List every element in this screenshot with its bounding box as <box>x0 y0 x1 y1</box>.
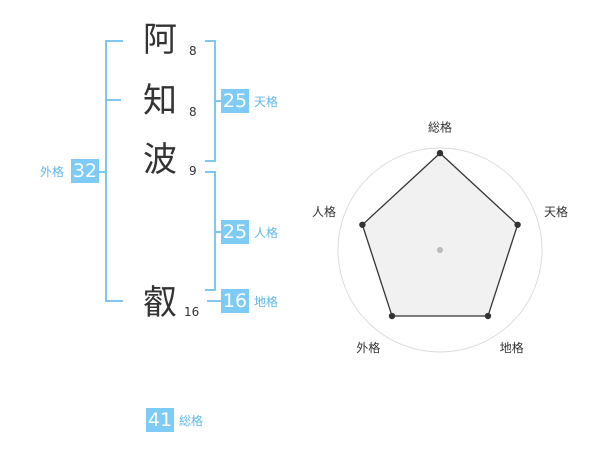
soukaku-label: 総格 <box>179 414 204 428</box>
jinkaku-connector <box>214 231 221 233</box>
name-char-2: 知 <box>143 81 177 121</box>
radar-data-polygon <box>361 152 519 317</box>
tenkaku-value: 25 <box>221 89 249 113</box>
stroke-count-3: 9 <box>189 164 197 178</box>
jinkaku-value: 25 <box>221 220 249 244</box>
radar-axis-label-2: 地格 <box>500 340 524 355</box>
gaikaku-connector <box>97 171 106 173</box>
stroke-count-2: 8 <box>189 105 197 119</box>
stroke-count-1: 8 <box>189 44 197 58</box>
name-char-1: 阿 <box>143 20 177 60</box>
name-char-4: 叡 <box>143 283 177 323</box>
radar-point-1 <box>514 221 521 228</box>
radar-axis-label-3: 外格 <box>356 340 380 355</box>
name-char-3: 波 <box>143 140 177 180</box>
gaikaku-label: 外格 <box>40 165 65 179</box>
jinkaku-label: 人格 <box>254 226 279 240</box>
tenkaku-label: 天格 <box>254 95 279 109</box>
soukaku-value: 41 <box>146 408 174 432</box>
radar-axis-label-0: 総格 <box>428 120 452 135</box>
radar-axis-label-4: 人格 <box>312 204 336 219</box>
gaikaku-bracket-tick <box>105 99 121 101</box>
radar-points <box>359 149 521 320</box>
radar-point-0 <box>436 149 444 157</box>
radar-point-2 <box>484 312 492 320</box>
chikaku-value: 16 <box>221 289 249 313</box>
stroke-count-4: 16 <box>184 305 200 319</box>
gaikaku-bracket <box>105 40 123 302</box>
tenkaku-connector <box>214 100 221 102</box>
chikaku-connector <box>207 300 221 302</box>
radar-center-dot <box>437 247 443 253</box>
chikaku-label: 地格 <box>254 295 279 309</box>
gaikaku-value: 32 <box>71 159 99 183</box>
radar-point-4 <box>359 221 366 228</box>
radar-axis-label-1: 天格 <box>544 204 568 219</box>
radar-point-3 <box>388 312 396 320</box>
